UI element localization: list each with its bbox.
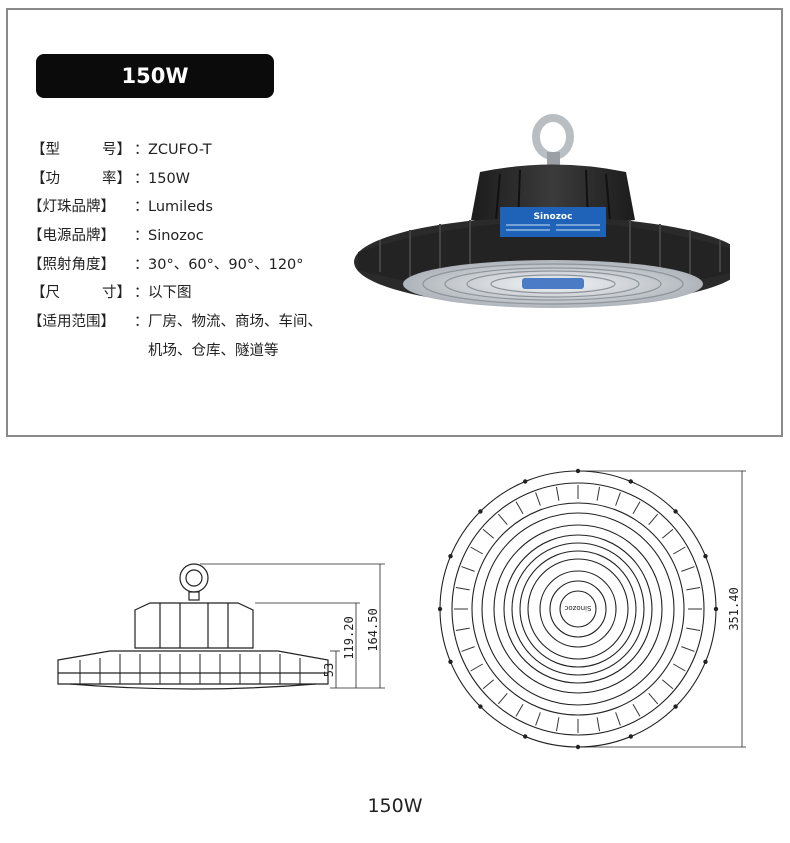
spec-separator: ：: [134, 256, 149, 273]
spec-separator: ：: [134, 314, 149, 331]
spec-value: Lumileds: [148, 199, 213, 216]
spec-value: 厂房、物流、商场、车间、: [148, 314, 322, 331]
spec-value: ZCUFO-T: [148, 142, 212, 158]
spec-row-application: 【适用范围】 ： 厂房、物流、商场、车间、: [28, 312, 338, 341]
spec-label-end: 号】: [102, 142, 131, 158]
spec-separator: ：: [134, 285, 149, 302]
spec-value: 150W: [148, 170, 191, 187]
spec-label-end: 寸】: [102, 285, 131, 302]
spec-row-power: 【功 率】 ： 150W: [28, 169, 338, 198]
spec-row-model: 【型 号】 ： ZCUFO-T: [28, 140, 338, 169]
spec-separator: ：: [134, 170, 149, 187]
spec-separator: ：: [134, 199, 149, 216]
fin-slots: [454, 485, 702, 733]
spec-value: 以下图: [148, 285, 192, 302]
spec-row-driver-brand: 【电源品牌】 ： Sinozoc: [28, 226, 338, 255]
spec-row-beam-angle: 【照射角度】 ： 30°、60°、90°、120°: [28, 255, 338, 284]
spec-label: 【电源品牌】: [28, 228, 115, 245]
spec-label: 【照射角度】: [28, 256, 115, 273]
mount-dots: [438, 468, 719, 750]
spec-list: 【型 号】 ： ZCUFO-T 【功 率】 ： 150W 【灯珠品牌】 ： Lumi…: [28, 140, 338, 370]
spec-value: 机场、仓库、隧道等: [148, 342, 279, 359]
spec-separator: ：: [134, 142, 149, 158]
product-photo: Sinozoc: [354, 114, 730, 308]
spec-row-size: 【尺 寸】 ： 以下图: [28, 283, 338, 312]
top-view-drawing: Sinozoc 351.40: [438, 468, 746, 750]
title-text: 150W: [121, 64, 189, 88]
spec-value: 30°、60°、90°、120°: [148, 256, 304, 273]
spec-row-application-cont: 机场、仓库、隧道等: [28, 341, 338, 370]
dim-body-height: 119.20: [342, 616, 356, 659]
eye-bolt: [532, 114, 574, 160]
dim-diameter: 351.40: [727, 587, 741, 630]
label-plate: [500, 207, 606, 237]
spec-label: 【尺: [31, 285, 60, 302]
side-view-drawing: 164.50 119.20 53: [57, 563, 385, 690]
spec-label: 【灯珠品牌】: [28, 199, 115, 216]
dim-total-height: 164.50: [366, 608, 380, 651]
title-badge: 150W: [36, 54, 274, 98]
brand-label: Sinozoc: [534, 212, 573, 222]
spec-label: 【功: [31, 170, 60, 187]
caption: 150W: [367, 795, 423, 817]
spec-separator: ：: [134, 228, 149, 245]
spec-row-led-brand: 【灯珠品牌】 ： Lumileds: [28, 197, 338, 226]
spec-value: Sinozoc: [148, 228, 204, 245]
spec-label: 【型: [31, 142, 60, 158]
dim-base-height: 53: [322, 663, 336, 677]
spec-label: 【适用范围】: [28, 314, 115, 331]
brand-mark: Sinozoc: [564, 604, 591, 612]
spec-label-end: 率】: [102, 170, 131, 187]
